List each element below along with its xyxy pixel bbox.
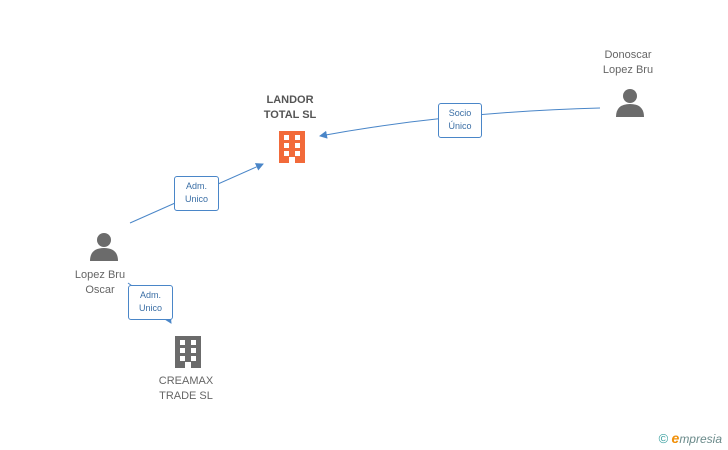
donoscar-name-line2: Lopez Bru xyxy=(602,64,654,76)
edge-label-line2: Unico xyxy=(184,194,208,204)
creamax-name-line1: CREAMAX xyxy=(158,375,214,387)
edge-label-line2: Único xyxy=(448,121,472,131)
edge-label-adm-unico-landor[interactable]: Adm. Unico xyxy=(174,176,219,211)
person-icon[interactable] xyxy=(89,231,119,261)
building-icon[interactable] xyxy=(173,334,203,368)
donoscar-label[interactable]: Donoscar Lopez Bru xyxy=(588,48,668,78)
building-icon[interactable] xyxy=(277,129,307,163)
edge-label-line1: Adm. xyxy=(185,181,207,191)
edge-label-line1: Adm. xyxy=(139,290,161,300)
brand-logo-text: mpresia xyxy=(679,432,722,446)
lopez-name-line1: Lopez Bru xyxy=(74,269,126,281)
landor-label[interactable]: LANDOR TOTAL SL xyxy=(250,93,330,123)
edge-label-adm-unico-creamax[interactable]: Adm. Unico xyxy=(128,285,173,320)
lopez-name-line2: Oscar xyxy=(85,284,115,296)
edge-label-line2: Unico xyxy=(138,303,162,313)
copyright-symbol: © xyxy=(658,431,669,446)
landor-name-line1: LANDOR xyxy=(266,94,314,106)
landor-name-line2: TOTAL SL xyxy=(263,109,317,121)
brand-logo-initial: e xyxy=(671,430,680,446)
empresia-watermark: © empresia xyxy=(659,430,722,446)
creamax-label[interactable]: CREAMAX TRADE SL xyxy=(146,374,226,404)
creamax-name-line2: TRADE SL xyxy=(159,390,213,402)
edge-label-line1: Socio xyxy=(448,108,472,118)
person-icon[interactable] xyxy=(615,87,645,117)
lopez-label[interactable]: Lopez Bru Oscar xyxy=(60,268,140,298)
donoscar-name-line1: Donoscar xyxy=(604,49,652,61)
edge-label-socio-unico[interactable]: Socio Único xyxy=(438,103,482,138)
